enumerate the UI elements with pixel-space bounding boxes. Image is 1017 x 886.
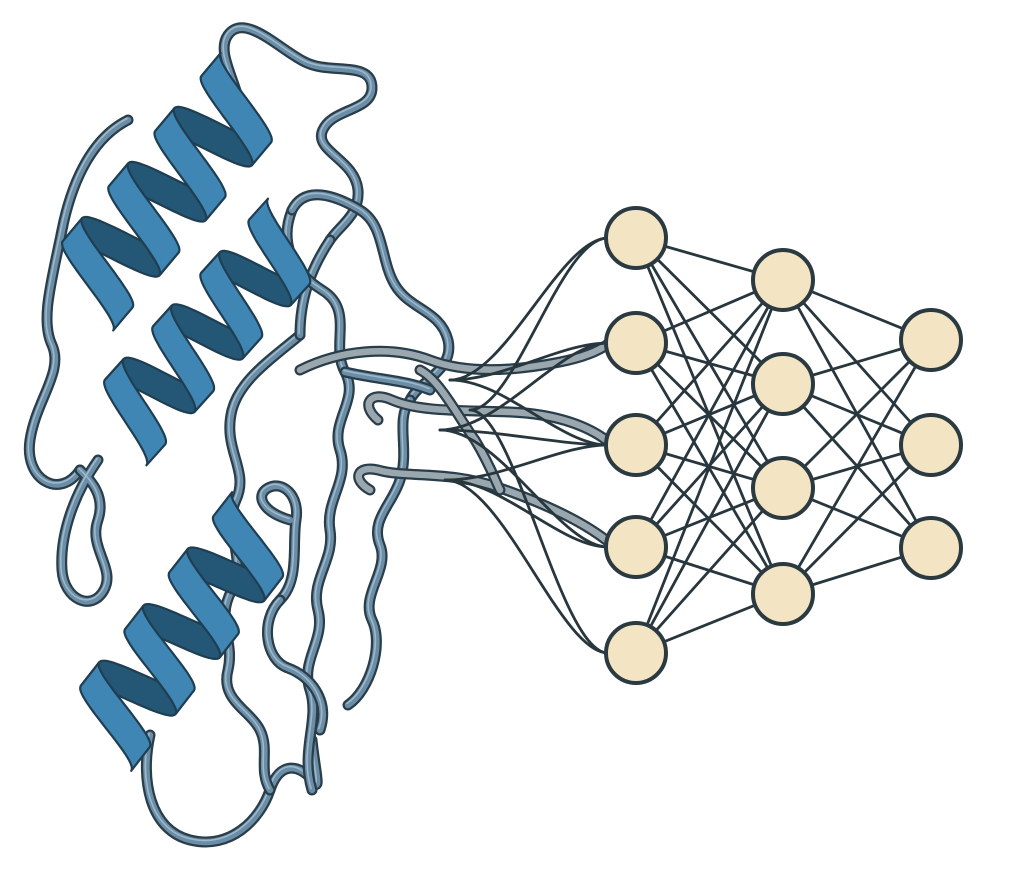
network-node bbox=[604, 311, 668, 375]
network-edge bbox=[781, 443, 933, 596]
protein-coil-segment bbox=[262, 594, 329, 736]
protein-coil-segment bbox=[256, 480, 303, 606]
alpha-helix bbox=[61, 51, 273, 332]
network-node bbox=[604, 206, 668, 270]
protein-coil-segment bbox=[218, 22, 378, 246]
helix-ribbon-front bbox=[199, 51, 273, 167]
network-edge bbox=[781, 338, 933, 596]
helix-ribbon-front bbox=[199, 251, 264, 360]
helix-ribbon-front bbox=[247, 197, 312, 307]
helix-ribbon-front bbox=[167, 547, 240, 659]
network-edge bbox=[634, 278, 785, 447]
network-layer-input bbox=[604, 206, 668, 685]
helix-ribbon-front bbox=[153, 107, 227, 222]
protein-coil-segment bbox=[342, 394, 416, 711]
network-input-edge bbox=[443, 443, 610, 482]
network-input-edge bbox=[448, 378, 610, 447]
protein-coil-segment bbox=[23, 114, 134, 490]
network-layer-hidden bbox=[751, 248, 815, 626]
network-layer-output bbox=[899, 308, 963, 580]
connector-strand bbox=[294, 338, 614, 376]
protein-network-connector-strands bbox=[294, 338, 614, 546]
network-input-edge bbox=[438, 341, 610, 432]
network-node bbox=[751, 456, 815, 520]
network-node bbox=[751, 352, 815, 416]
protein-alpha-helices bbox=[61, 51, 312, 772]
alpha-helix bbox=[103, 197, 312, 467]
network-node bbox=[604, 515, 668, 579]
network-node bbox=[899, 308, 963, 372]
network-node bbox=[751, 248, 815, 312]
network-input-edge bbox=[468, 408, 610, 655]
helix-ribbon-front bbox=[211, 491, 285, 602]
network-edge bbox=[634, 278, 785, 655]
network-edges bbox=[438, 236, 933, 655]
network-input-edge bbox=[438, 428, 610, 447]
network-node bbox=[899, 413, 963, 477]
helix-ribbon-front bbox=[103, 357, 168, 467]
helix-ribbon-front bbox=[107, 162, 181, 277]
connector-strand bbox=[353, 463, 612, 546]
network-node bbox=[604, 621, 668, 685]
network-nodes bbox=[604, 206, 963, 685]
network-node bbox=[604, 413, 668, 477]
connector-strand bbox=[414, 364, 506, 496]
network-input-edge bbox=[448, 341, 610, 382]
helix-ribbon-front bbox=[79, 661, 152, 772]
helix-ribbon-front bbox=[123, 604, 196, 716]
network-edge bbox=[634, 382, 785, 655]
network-input-edge bbox=[438, 428, 610, 549]
protein-coil-segment bbox=[140, 729, 323, 848]
network-input-edge bbox=[468, 236, 610, 412]
network-edge bbox=[634, 486, 785, 655]
helix-ribbon-front bbox=[151, 304, 216, 413]
alpha-helix bbox=[79, 491, 285, 772]
network-node bbox=[751, 562, 815, 626]
protein-coil-segment bbox=[56, 454, 113, 607]
network-edge bbox=[781, 338, 933, 490]
helix-ribbon-front bbox=[61, 217, 135, 332]
network-input-edge bbox=[443, 478, 610, 655]
protein-coil-segment bbox=[339, 366, 436, 396]
network-edge bbox=[634, 278, 785, 549]
network-node bbox=[899, 516, 963, 580]
